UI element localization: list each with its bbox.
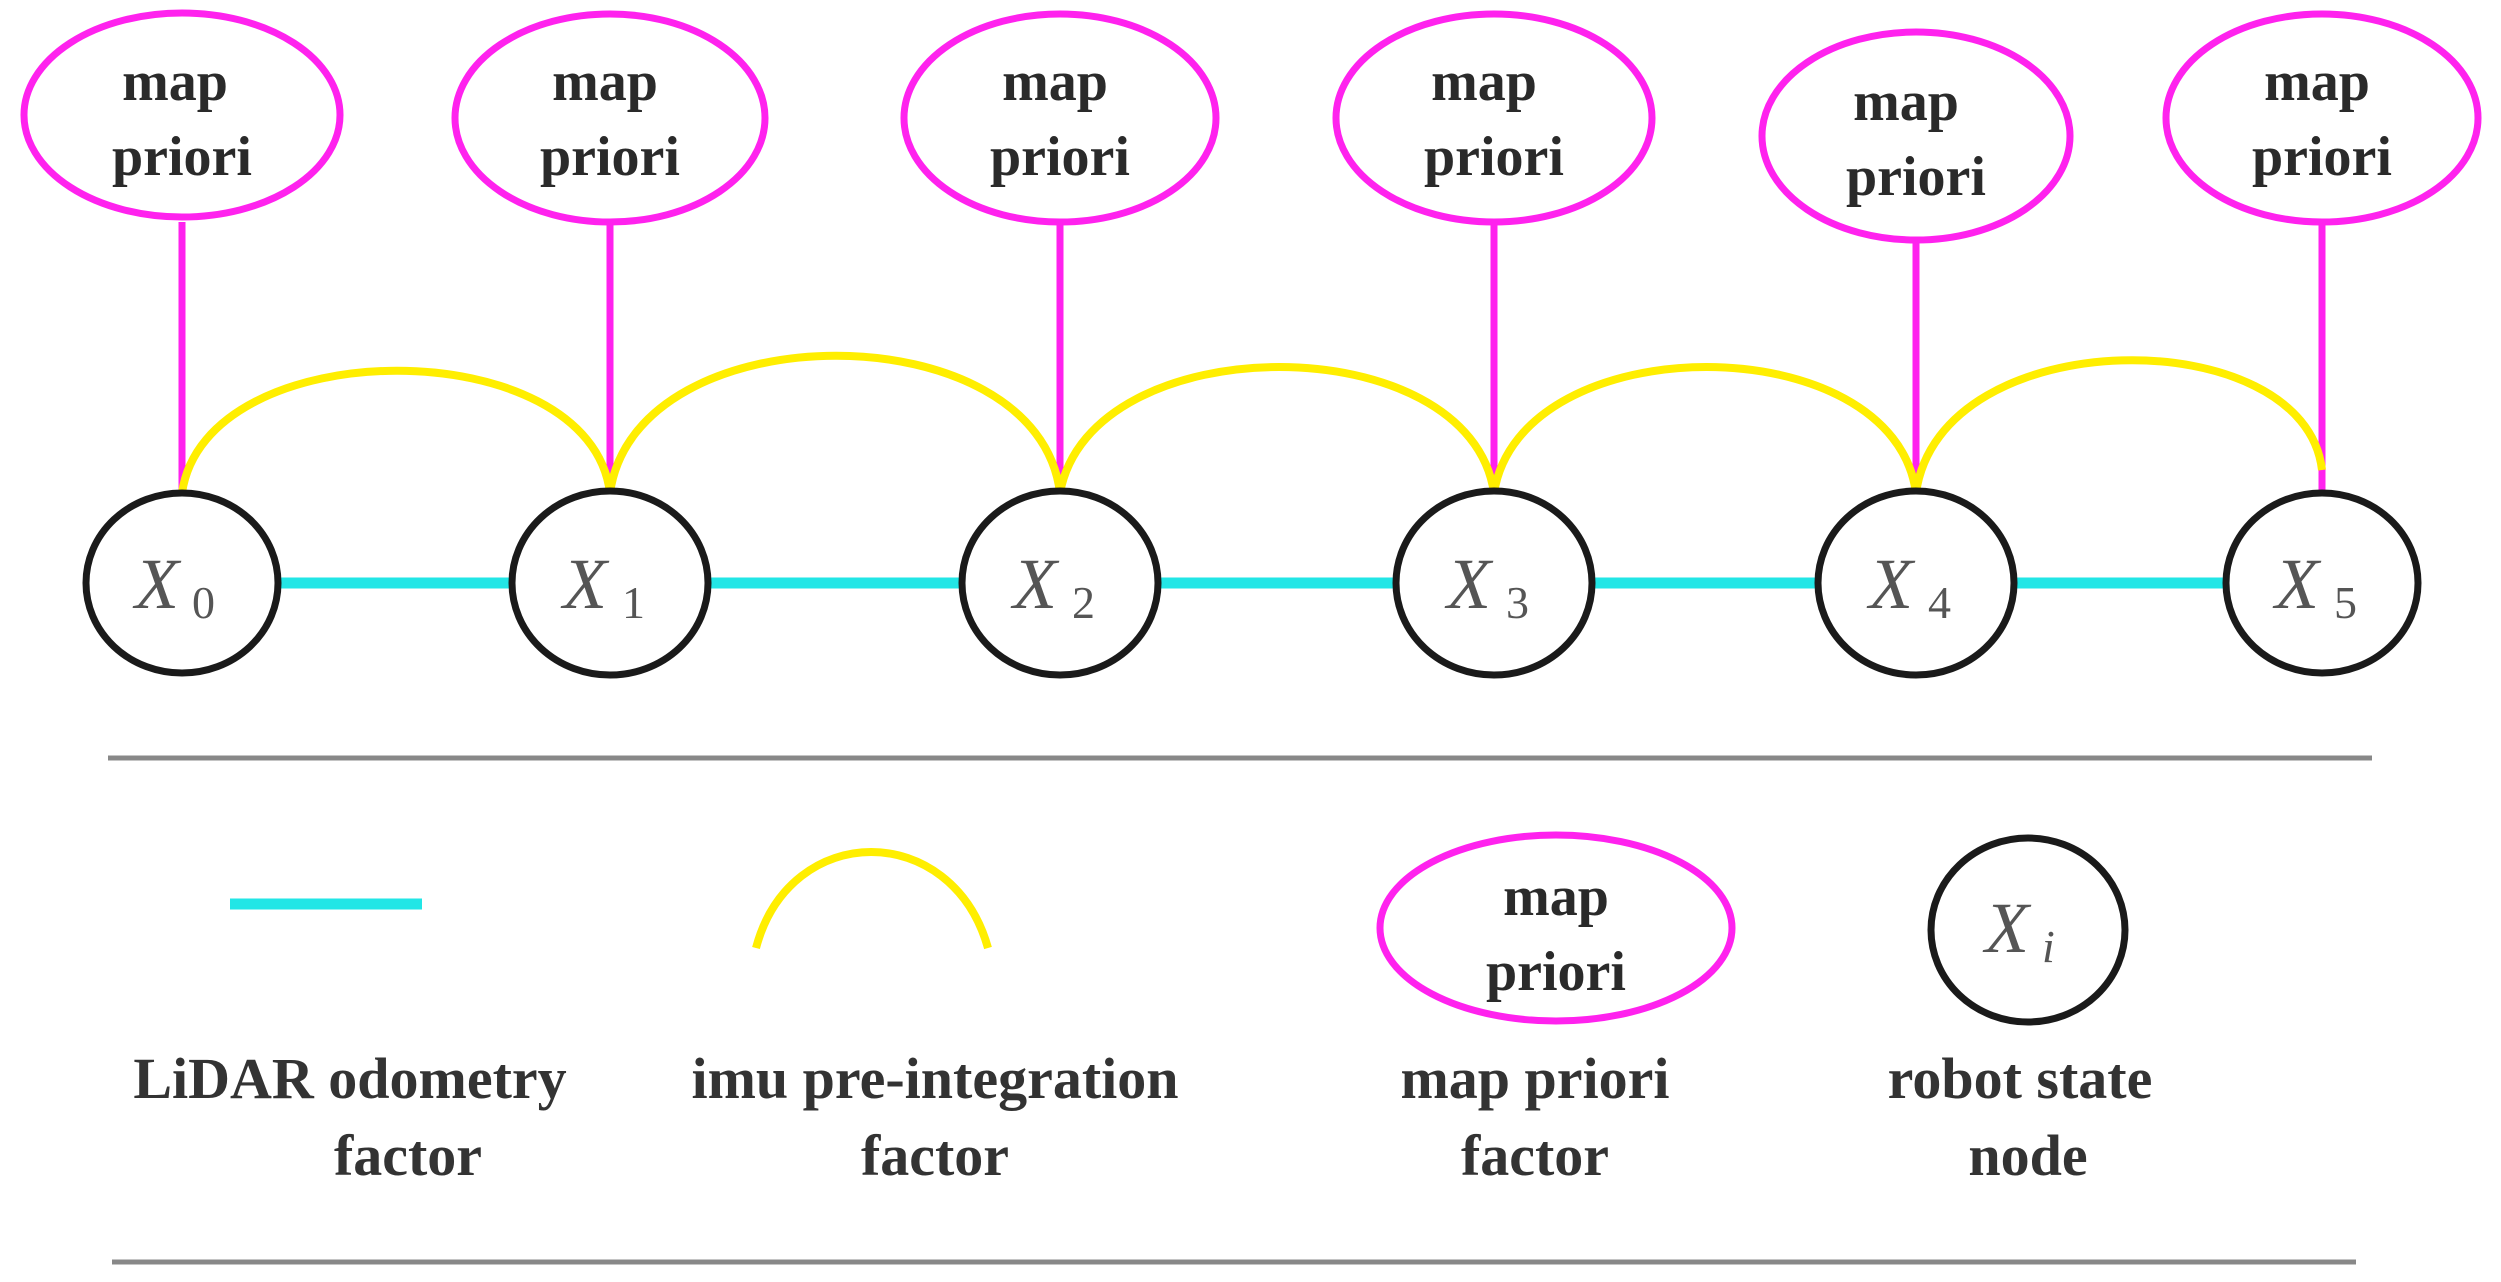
legend-node-label-line2: node [1968, 1123, 2087, 1188]
state-node-x5: X 5 [2222, 489, 2422, 677]
prior-label-line2: priori [990, 126, 1130, 188]
node-subscript: 5 [2334, 577, 2357, 628]
imu-arcs [178, 351, 2326, 494]
prior-label-line2: priori [2252, 126, 2392, 188]
prior-factor-x5: map priori [2162, 10, 2482, 226]
node-symbol: X [560, 544, 610, 624]
prior-label-line2: priori [112, 126, 252, 188]
prior-label-line2: priori [1846, 146, 1986, 208]
prior-label-line1: map [1431, 51, 1537, 113]
legend-imu: imu pre-integration factor [691, 848, 1179, 1188]
prior-label-line1: map [2264, 51, 2370, 113]
state-node-x4: X 4 [1814, 487, 2018, 679]
node-symbol: X [132, 544, 182, 624]
legend-lidar: LiDAR odometry factor [133, 898, 567, 1188]
node-symbol: X [1010, 544, 1060, 624]
imu-arc-x1-x2 [606, 351, 1064, 494]
legend-prior-swatch-line1: map [1503, 866, 1609, 928]
prior-factor-x3: map priori [1332, 10, 1656, 226]
legend-prior-label-line2: factor [1461, 1123, 1609, 1188]
prior-factor-x0: map priori [20, 9, 344, 221]
node-subscript: 4 [1928, 577, 1951, 628]
state-nodes: X 0 X 1 X 2 X 3 X 4 X 5 [82, 487, 2422, 679]
legend-prior-swatch-line2: priori [1486, 941, 1626, 1003]
legend-node: X i robot state node [1888, 834, 2153, 1188]
legend-prior: map priori map priori factor [1376, 831, 1736, 1188]
node-subscript: 0 [192, 577, 215, 628]
prior-connectors [178, 222, 2326, 493]
legend-prior-swatch [1376, 831, 1736, 1025]
imu-arc-x2-x3 [1056, 363, 1498, 494]
legend-imu-swatch [752, 848, 992, 950]
node-symbol: X [2272, 544, 2322, 624]
prior-label-line1: map [1002, 51, 1108, 113]
legend-imu-label-line1: imu pre-integration [691, 1046, 1178, 1111]
prior-label-line1: map [122, 51, 228, 113]
imu-arc-x4-x5 [1912, 356, 2326, 494]
legend-lidar-label-line1: LiDAR odometry [133, 1046, 566, 1111]
node-subscript: 2 [1072, 577, 1095, 628]
state-node-x3: X 3 [1392, 487, 1596, 679]
node-subscript: 3 [1506, 577, 1529, 628]
legend: LiDAR odometry factor imu pre-integratio… [133, 831, 2153, 1188]
legend-lidar-label-line2: factor [334, 1123, 482, 1188]
prior-label-line2: priori [1424, 126, 1564, 188]
legend-node-label-line1: robot state [1888, 1046, 2153, 1111]
prior-factor-x1: map priori [451, 10, 769, 226]
legend-node-symbol: X [1982, 888, 2032, 968]
prior-factors: map priori map priori map priori map pri… [20, 9, 2482, 244]
prior-label-line1: map [552, 51, 658, 113]
legend-prior-label-line1: map priori [1400, 1046, 1669, 1111]
imu-arc-x3-x4 [1490, 363, 1920, 494]
prior-factor-x2: map priori [900, 10, 1220, 226]
node-symbol: X [1866, 544, 1916, 624]
prior-label-line2: priori [540, 126, 680, 188]
node-symbol: X [1444, 544, 1494, 624]
prior-factor-x4: map priori [1758, 28, 2074, 244]
node-subscript: 1 [622, 577, 645, 628]
legend-node-subscript: i [2042, 921, 2055, 972]
legend-node-swatch [1927, 834, 2129, 1026]
state-node-x2: X 2 [958, 487, 1162, 679]
legend-imu-label-line2: factor [861, 1123, 1009, 1188]
prior-label-line1: map [1853, 71, 1959, 133]
state-node-x0: X 0 [82, 489, 282, 677]
imu-arc-x0-x1 [178, 366, 614, 494]
state-node-x1: X 1 [508, 487, 712, 679]
